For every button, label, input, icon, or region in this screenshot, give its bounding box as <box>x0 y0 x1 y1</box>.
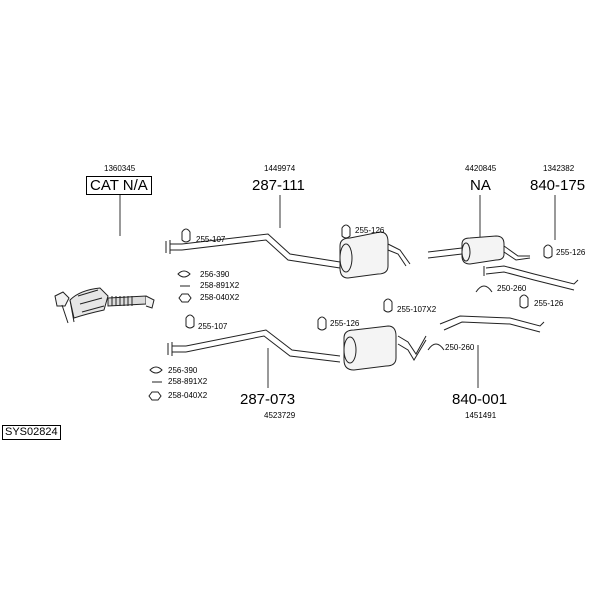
silencer-bottom-part[interactable] <box>343 325 427 371</box>
fitting-code: 256-390 <box>200 270 230 279</box>
middle-silencer-ref: 4420845 <box>465 164 497 173</box>
tailpipe-top-part[interactable] <box>483 265 579 291</box>
fitting-code: 255-107 <box>196 235 226 244</box>
clamp-icon <box>475 285 493 293</box>
fitting-code: 250-260 <box>445 343 475 352</box>
fitting-code: 255-107X2 <box>397 305 437 314</box>
rear-silencer-top-label[interactable]: 840-175 <box>530 177 586 194</box>
fitting-code: 258-891X2 <box>168 377 208 386</box>
fitting-code: 258-040X2 <box>168 391 208 400</box>
fitting-code: 250-260 <box>497 284 527 293</box>
rubber-mount-icon <box>383 298 393 313</box>
fitting-code: 258-891X2 <box>200 281 240 290</box>
rubber-mount-icon <box>181 228 191 243</box>
fitting-code: 255-107 <box>198 322 228 331</box>
rubber-mount-icon <box>543 244 553 259</box>
front-pipe-top-part[interactable] <box>165 233 341 269</box>
front-pipe-bottom-ref: 4523729 <box>264 411 296 420</box>
catalytic-ref: 1360345 <box>104 164 136 173</box>
middle-silencer-na-part[interactable] <box>427 235 531 265</box>
fitting-code: 255-126 <box>355 226 385 235</box>
gasket-icon <box>149 366 163 374</box>
front-pipe-top-label[interactable]: 287-111 <box>252 177 305 194</box>
system-id-label: SYS02824 <box>2 425 61 440</box>
nut-icon <box>178 293 192 303</box>
gasket-icon <box>177 270 191 278</box>
middle-silencer-label[interactable]: NA <box>470 177 491 194</box>
fitting-icons <box>148 224 553 401</box>
rear-silencer-top-ref: 1342382 <box>543 164 575 173</box>
rubber-mount-icon <box>317 316 327 331</box>
fitting-code: 255-126 <box>556 248 586 257</box>
front-pipe-bottom-part[interactable] <box>167 329 341 363</box>
rear-silencer-bottom-label[interactable]: 840-001 <box>452 391 508 408</box>
rubber-mount-icon <box>519 294 529 309</box>
fitting-code: 258-040X2 <box>200 293 240 302</box>
front-pipe-bottom-label[interactable]: 287-073 <box>240 391 296 408</box>
catalytic-label[interactable]: CAT N/A <box>86 176 152 195</box>
catalytic-converter-part[interactable] <box>54 287 155 324</box>
clamp-icon <box>427 343 445 351</box>
silencer-top-part[interactable] <box>339 231 411 279</box>
fitting-code: 256-390 <box>168 366 198 375</box>
tailpipe-bottom-part[interactable] <box>439 315 545 333</box>
fitting-code: 255-126 <box>330 319 360 328</box>
fitting-code: 255-126 <box>534 299 564 308</box>
front-pipe-top-ref: 1449974 <box>264 164 296 173</box>
nut-icon <box>148 391 162 401</box>
rubber-mount-icon <box>185 314 195 329</box>
rubber-mount-icon <box>341 224 351 239</box>
rear-silencer-bottom-ref: 1451491 <box>465 411 497 420</box>
